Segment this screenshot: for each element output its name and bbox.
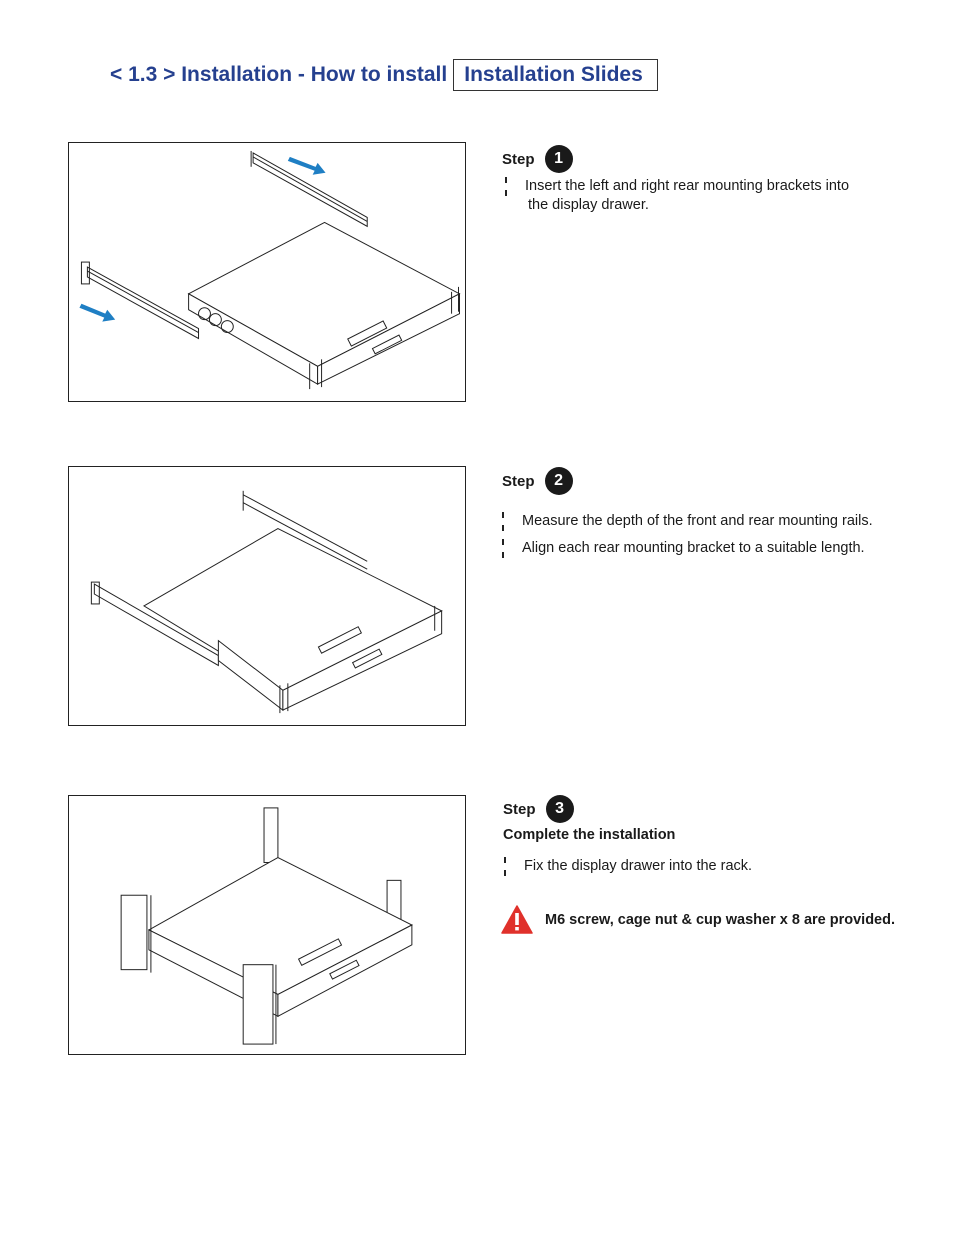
bullet-dash <box>502 539 505 558</box>
bullet-dash <box>505 177 508 196</box>
figure-step-2 <box>68 466 466 726</box>
step-2-heading: Step 2 <box>502 467 573 495</box>
instruction-line: Align each rear mounting bracket to a su… <box>522 540 865 556</box>
step-number-badge: 3 <box>545 795 574 823</box>
page-header: < 1.3 > Installation - How to install In… <box>110 58 658 92</box>
bullet-dash <box>502 512 505 531</box>
rack-install-illustration <box>120 807 413 1045</box>
direction-arrows <box>79 156 326 322</box>
warning-text: M6 screw, cage nut & cup washer x 8 are … <box>545 912 896 928</box>
boxed-title: Installation Slides <box>453 59 658 91</box>
step-number-badge: 2 <box>544 467 573 495</box>
instruction-line: Fix the display drawer into the rack. <box>524 858 753 874</box>
step-label: Step <box>502 472 535 490</box>
step-label: Step <box>503 800 536 818</box>
instruction-line: the display drawer. <box>528 197 649 213</box>
step-2-instruction-1: Measure the depth of the front and rear … <box>502 512 873 531</box>
instruction-line: Insert the left and right rear mounting … <box>525 178 850 194</box>
instruction-line: Measure the depth of the front and rear … <box>522 513 873 529</box>
step-1-heading: Step 1 <box>502 145 573 173</box>
warning-note: M6 screw, cage nut & cup washer x 8 are … <box>501 905 895 935</box>
bracket-length-illustration <box>90 490 443 714</box>
step-1-instruction: Insert the left and right rear mounting … <box>505 177 850 215</box>
warning-triangle-icon <box>501 905 533 934</box>
step-2-instruction-2: Align each rear mounting bracket to a su… <box>502 539 865 558</box>
figure-step-1 <box>68 142 466 402</box>
step-3-heading: Step 3 <box>503 795 574 823</box>
drawer-brackets-illustration <box>79 150 461 390</box>
section-title: < 1.3 > Installation - How to install <box>110 63 448 86</box>
step-label: Step <box>502 150 535 168</box>
step-3-subheading: Complete the installation <box>503 827 676 843</box>
step-3-instruction: Fix the display drawer into the rack. <box>504 857 753 876</box>
figure-step-3 <box>68 795 466 1055</box>
step-number-badge: 1 <box>544 145 573 173</box>
bullet-dash <box>504 857 507 876</box>
